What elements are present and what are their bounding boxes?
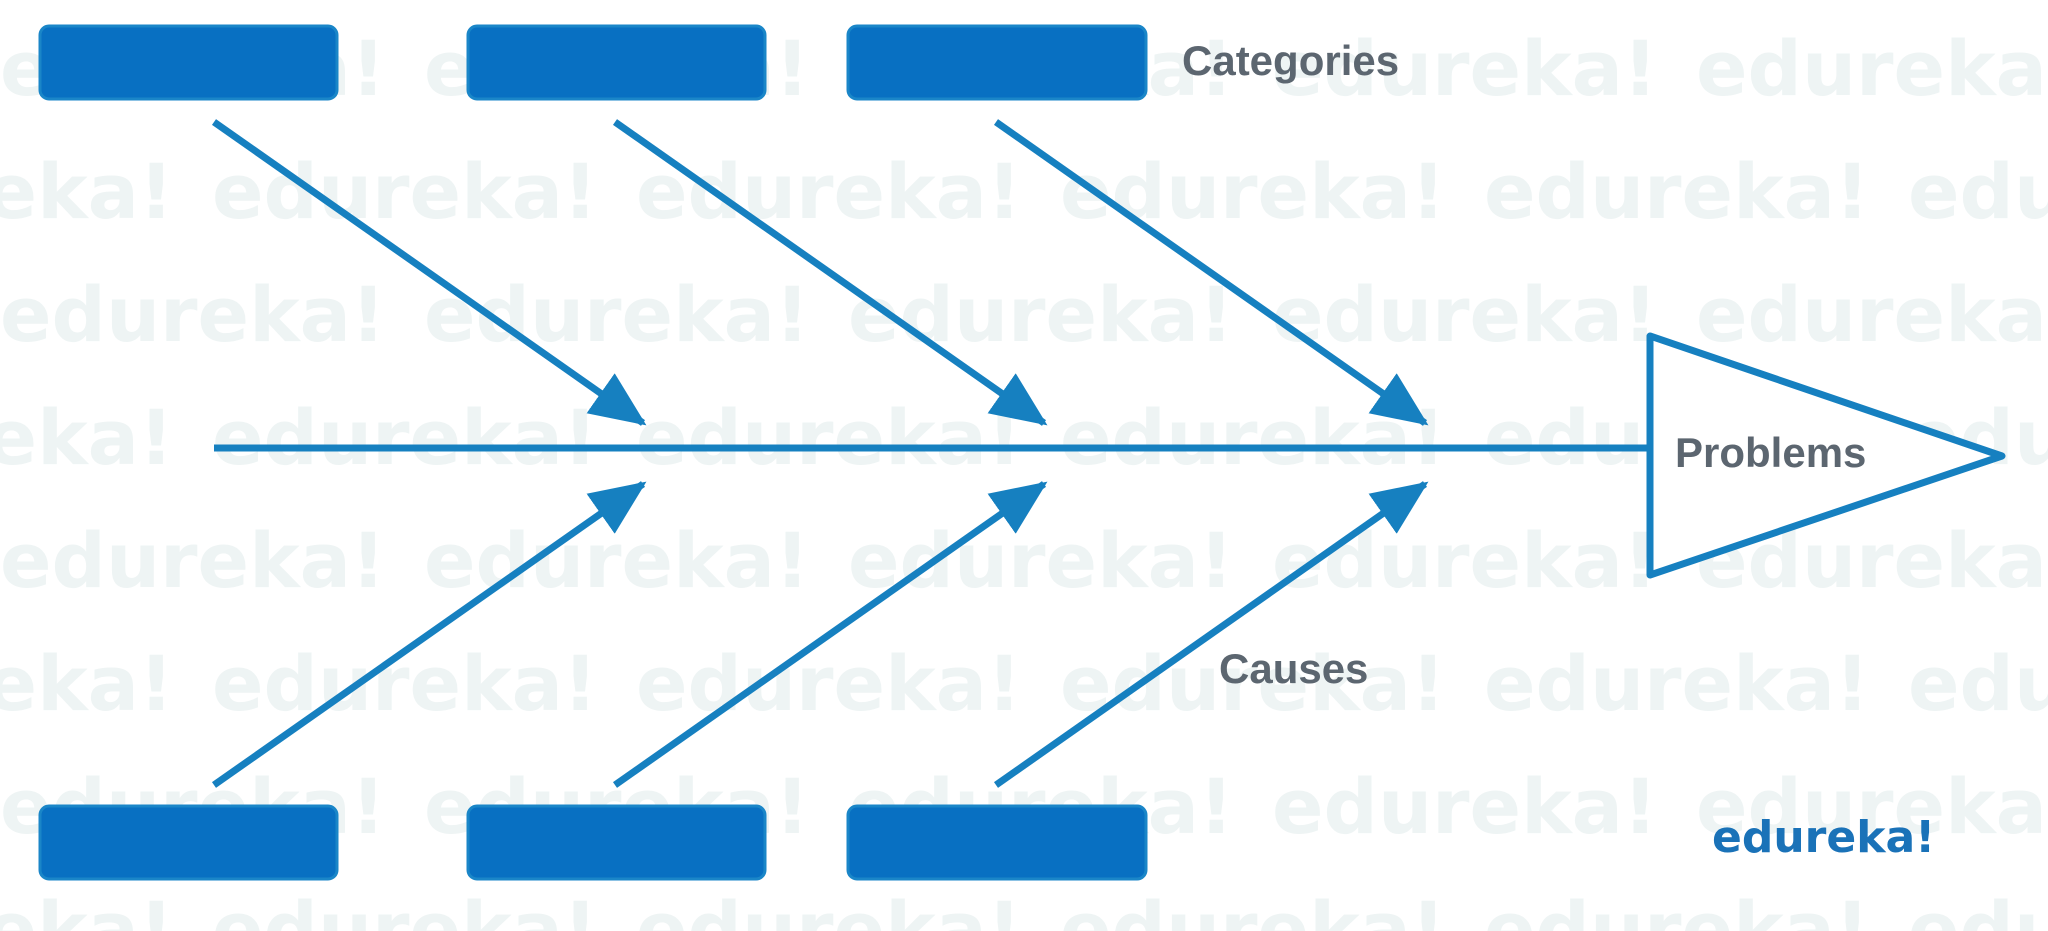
watermark-text: edureka! (212, 885, 598, 931)
watermark-text: edureka! (848, 516, 1234, 605)
watermark-text: edureka! (636, 639, 1022, 728)
watermark-text: edureka! (1060, 147, 1446, 236)
watermark-text: edureka! (1272, 516, 1658, 605)
watermark-text: edureka! (636, 147, 1022, 236)
watermark-text: edureka! (1060, 639, 1446, 728)
edureka-logo: edureka! (1712, 812, 1935, 863)
watermark-text: edureka! (636, 393, 1022, 482)
bone-arrow-bottom-2 (612, 481, 1048, 788)
watermark-text: edureka! (0, 885, 174, 931)
category-box-bottom-1 (38, 804, 339, 881)
watermark-text: edureka! (1484, 885, 1870, 931)
watermark-text: edureka! (1272, 24, 1658, 113)
category-box-bottom-2 (466, 804, 767, 881)
category-box-top-3 (846, 24, 1148, 101)
watermark-text: edureka! (424, 516, 810, 605)
watermark-text: edureka! (1060, 393, 1446, 482)
watermark-text: edureka! (1696, 270, 2048, 359)
bone-arrow-bottom-3 (993, 481, 1429, 788)
watermark-text: edureka! (1908, 147, 2048, 236)
watermark-text: edureka! (1484, 639, 1870, 728)
category-box-bottom-3 (846, 804, 1148, 881)
watermark-text: edureka! (1272, 270, 1658, 359)
watermark-text: edureka! (0, 393, 174, 482)
category-box-top-2 (466, 24, 767, 101)
category-box-top-1 (38, 24, 339, 101)
watermark-text: edureka! (848, 270, 1234, 359)
watermark-text: edureka! (212, 393, 598, 482)
bone-arrow-bottom-1 (211, 481, 647, 788)
watermark-text: edureka! (0, 270, 386, 359)
problem-head-triangle (1646, 332, 2006, 579)
bone-arrow-top-2 (612, 119, 1048, 426)
watermark-text: edureka! (0, 516, 386, 605)
watermark-text: edureka! (1696, 762, 2048, 851)
watermark-text: edureka! (1908, 639, 2048, 728)
bone-arrow-top-3 (993, 119, 1429, 426)
watermark-text: edureka! (424, 270, 810, 359)
watermark-text: edureka! (0, 147, 174, 236)
problems-label: Problems (1675, 429, 1866, 476)
watermark-text: edureka! (0, 639, 174, 728)
watermark-text: edureka! (1060, 885, 1446, 931)
watermark-text: edureka! (1484, 147, 1870, 236)
watermark-text: edureka! (1908, 885, 2048, 931)
causes-label: Causes (1219, 645, 1368, 692)
watermark-text: edureka! (1272, 762, 1658, 851)
categories-label: Categories (1182, 37, 1399, 84)
bone-arrow-top-1 (211, 119, 647, 426)
watermark-text: edureka! (1696, 24, 2048, 113)
watermark-text: edureka! (636, 885, 1022, 931)
watermark-pattern: edureka! edureka! edureka! edureka! edureka!… (0, 24, 2048, 931)
